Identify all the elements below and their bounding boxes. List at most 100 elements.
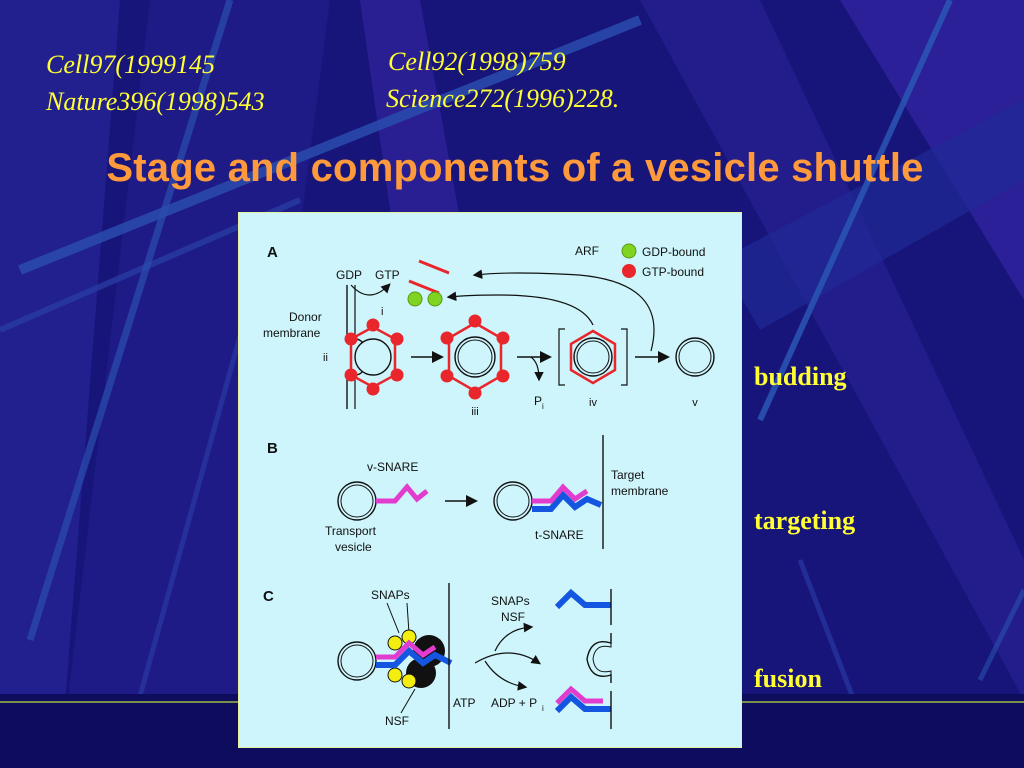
arf-label: ARF: [575, 244, 599, 258]
arf-gdp-dot: [407, 291, 423, 307]
stage-fusion-label: fusion: [754, 664, 822, 693]
snap-protein: [387, 635, 403, 651]
panel-b: B v-SNARE Transport vesicle Target membr…: [267, 435, 669, 554]
arf-gtp-dot: [440, 369, 454, 383]
atp-label: ATP: [453, 696, 475, 710]
transport-vesicle-label-line1: Transport: [325, 524, 377, 538]
transport-vesicle: [337, 481, 377, 521]
arf-gtp-dot: [496, 369, 510, 383]
gtp-bound-legend: GTP-bound: [642, 265, 704, 279]
arf-gtp-bar: [418, 259, 450, 275]
budding-vesicle: [354, 338, 392, 376]
bracket-right: [621, 328, 628, 386]
target-membrane-label-line2: membrane: [611, 484, 669, 498]
stage-targeting-label: targeting: [754, 506, 856, 535]
t-snare-label: t-SNARE: [535, 528, 584, 542]
snaps-release-arrow: [494, 622, 534, 652]
donor-membrane-label-line1: Donor: [289, 310, 322, 324]
step-i-label: i: [381, 306, 383, 318]
disassembly-arrow: [474, 652, 541, 665]
uncoated-vesicle: [675, 337, 715, 377]
snaps-nsf-label-line2: NSF: [501, 610, 525, 624]
gtp-bound-legend-dot: [622, 264, 636, 278]
panel-b-label: B: [267, 440, 278, 457]
arf-gtp-dot: [468, 314, 482, 328]
stage-budding-label: budding: [754, 362, 847, 391]
step-ii-label: ii: [323, 352, 328, 364]
docked-vesicle: [496, 484, 530, 518]
snaps-nsf-label-line1: SNAPs: [491, 594, 530, 608]
phosphate-release-arrow: [530, 356, 544, 382]
arf-gtp-dot: [440, 331, 454, 345]
arf-gtp-dot: [390, 368, 404, 382]
panel-c-label: C: [263, 588, 274, 605]
step-v-label: v: [692, 397, 698, 409]
snaps-pointer: [406, 602, 410, 634]
adp-pi-label: ADP + P: [491, 696, 537, 710]
step-iii-label: iii: [471, 406, 478, 418]
v-snare-label: v-SNARE: [367, 460, 418, 474]
panel-a: A ARF GDP-bound GTP-bound GDP GTP i Dono…: [263, 243, 715, 418]
donor-membrane-label-line2: membrane: [263, 326, 321, 340]
step-iv-label: iv: [589, 397, 597, 409]
released-v-snare: [555, 685, 603, 705]
snap-protein: [401, 673, 417, 689]
uncoated-vesicle: [678, 340, 712, 374]
arf-gtp-bar: [408, 279, 440, 295]
arf-gtp-dot: [390, 332, 404, 346]
v-snare: [376, 483, 429, 504]
nsf-label: NSF: [385, 714, 409, 728]
pi-label: P: [534, 394, 542, 408]
arf-gtp-dot: [366, 318, 380, 332]
arf-gdp-dot: [427, 291, 443, 307]
reference-cell97: Cell97(1999145: [46, 50, 215, 79]
arf-gtp-dot: [496, 331, 510, 345]
coated-vesicle: [454, 336, 496, 378]
pi-subscript: i: [542, 402, 544, 411]
t-snare: [376, 646, 453, 668]
transport-vesicle: [340, 484, 374, 518]
recycle-arrow: [472, 269, 655, 352]
slide-title: Stage and components of a vesicle shuttl…: [106, 146, 924, 190]
arf-gtp-dot: [344, 368, 358, 382]
fused-membrane: [586, 633, 612, 683]
arf-gtp-dot: [344, 332, 358, 346]
fusing-vesicle: [337, 641, 377, 681]
fused-membrane: [592, 633, 612, 683]
recycle-arrow: [446, 291, 594, 326]
adp-pi-subscript: i: [542, 704, 544, 713]
gdp-gtp-exchange-arrow: [350, 283, 391, 296]
transport-vesicle-label-line2: vesicle: [335, 540, 372, 554]
coat-hexagon: [569, 329, 617, 385]
target-membrane-label-line1: Target: [611, 468, 645, 482]
gtp-label: GTP: [375, 268, 400, 282]
reference-nature396: Nature396(1998)543: [46, 87, 265, 116]
uncoating-vesicle: [573, 337, 613, 377]
snaps-pointer: [386, 602, 400, 634]
arf-gtp-dot: [366, 382, 380, 396]
nsf-pointer: [400, 688, 416, 714]
snap-protein: [387, 667, 403, 683]
arf-gtp-dot: [468, 386, 482, 400]
gdp-label: GDP: [336, 268, 362, 282]
t-snare: [532, 490, 603, 512]
vesicle-shuttle-figure: A ARF GDP-bound GTP-bound GDP GTP i Dono…: [238, 212, 742, 748]
gdp-bound-legend: GDP-bound: [642, 245, 705, 259]
atp-hydrolysis-arrow: [484, 660, 528, 691]
bracket-left: [558, 328, 565, 386]
reference-cell92: Cell92(1998)759: [388, 47, 566, 76]
coated-vesicle: [457, 339, 493, 375]
reference-science272: Science272(1996)228.: [386, 84, 620, 113]
uncoating-vesicle: [576, 340, 610, 374]
panel-a-label: A: [267, 244, 278, 261]
released-t-snare: [554, 692, 611, 714]
v-snare: [376, 639, 437, 660]
docked-vesicle: [493, 481, 533, 521]
snaps-label: SNAPs: [371, 588, 410, 602]
v-snare: [532, 483, 589, 504]
released-t-snare: [554, 588, 611, 610]
gdp-bound-legend-dot: [621, 243, 637, 259]
panel-c: C SNAPs NSF SNAPs NSF ATP ADP + P i: [263, 583, 612, 729]
fusing-vesicle: [340, 644, 374, 678]
